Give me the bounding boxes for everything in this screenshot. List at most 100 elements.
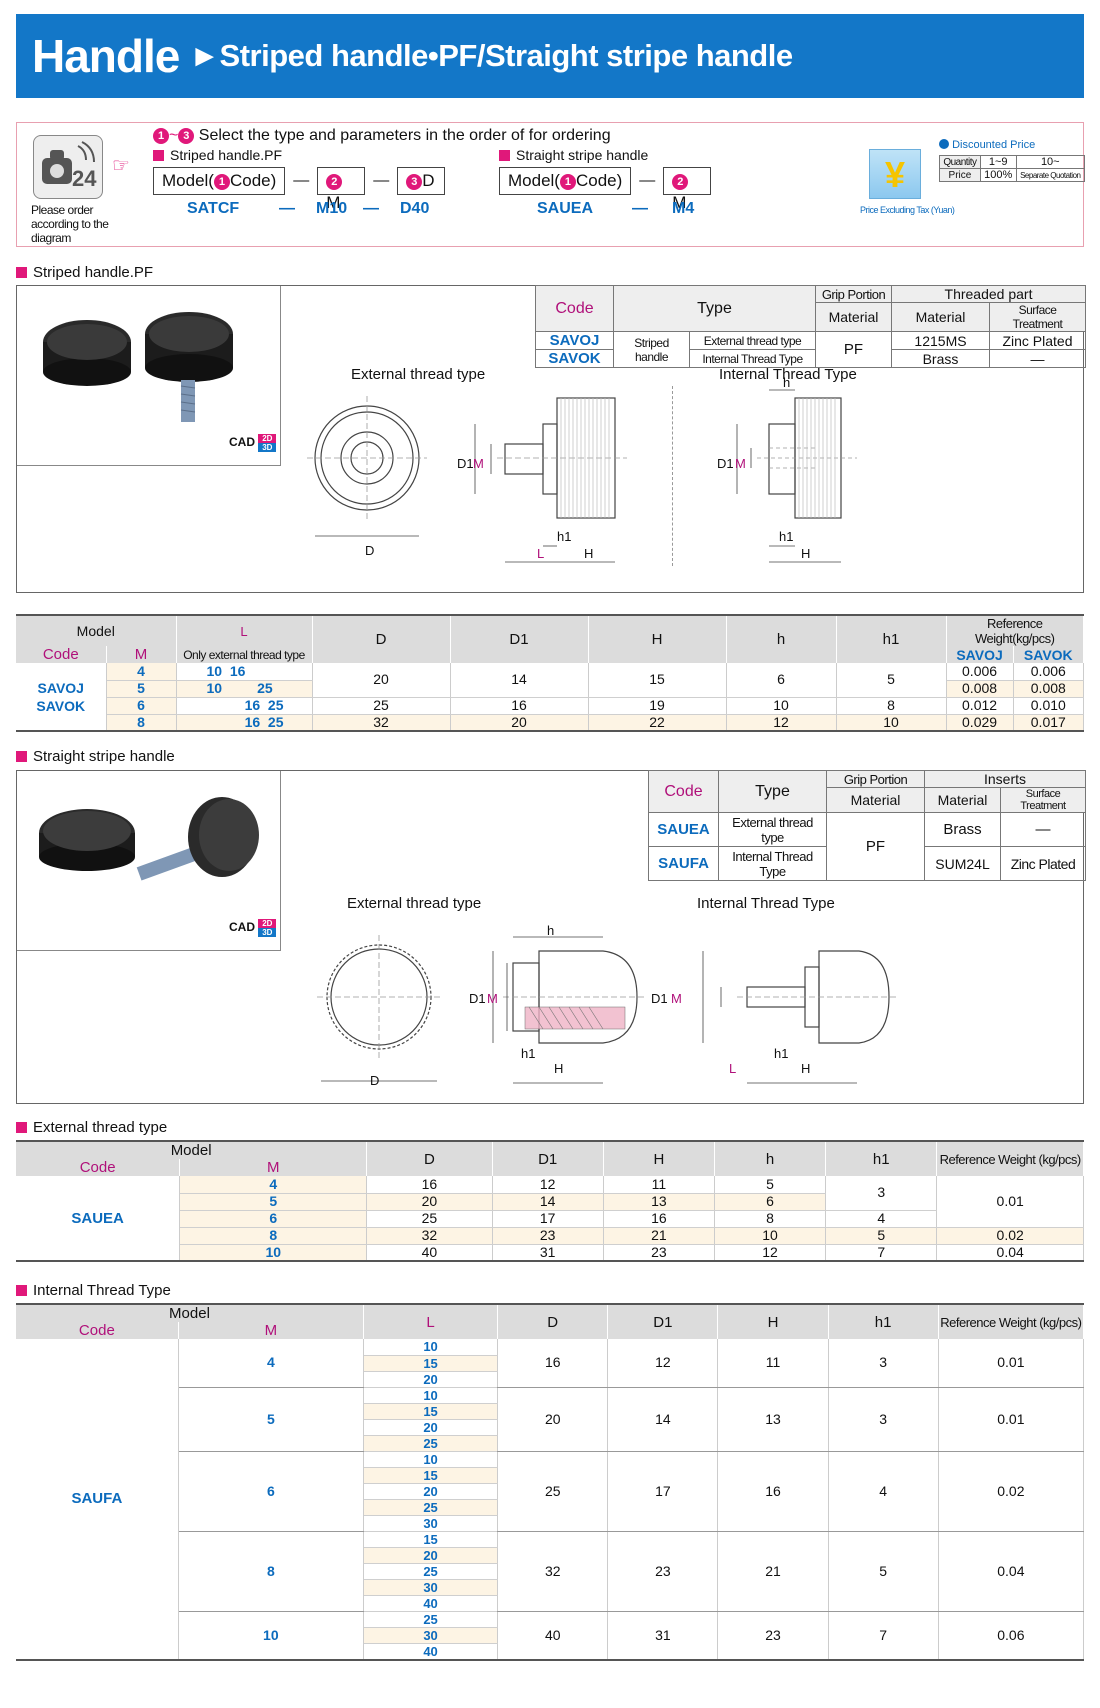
square-bullet-icon (153, 150, 164, 161)
l-cell: 10 (363, 1451, 499, 1468)
table-row: 40 (16, 1643, 1084, 1660)
m-box: 2M (317, 167, 366, 212)
l-cell: 20 (363, 1371, 499, 1388)
h1-cell: 4 (828, 1451, 939, 1532)
l-cell: 40 (363, 1643, 499, 1660)
phone-24-icon: 24 (33, 135, 103, 199)
table-row: 20 (16, 1371, 1084, 1388)
l-cell: 25 (363, 1611, 499, 1628)
w-cell: 0.01 (938, 1339, 1085, 1388)
svg-text:24: 24 (72, 166, 97, 191)
striped-handle-spec-table: Code Type Grip Portion Threaded part Mat… (535, 285, 1086, 368)
yuan-icon: ¥ (869, 149, 921, 199)
l-cell: 10 (363, 1339, 499, 1356)
l-cell: 10 (363, 1387, 499, 1404)
l-cell: 30 (363, 1515, 499, 1532)
section-striped-handle-title: Striped handle.PF (16, 264, 153, 281)
hand-pointer-icon: ☞ (112, 155, 130, 177)
l-cell: 30 (363, 1627, 499, 1644)
d-cell: 16 (497, 1339, 609, 1388)
d1-cell: 12 (607, 1339, 719, 1388)
table-row: 20 (16, 1547, 1084, 1564)
h1-cell: 7 (828, 1611, 939, 1660)
d1-cell: 23 (607, 1531, 719, 1612)
l-cell: 20 (363, 1483, 499, 1500)
title-bar: Handle ►Striped handle•PF/Straight strip… (16, 14, 1084, 98)
w-cell: 0.04 (938, 1531, 1085, 1612)
order-instruction: 1~3 Select the type and parameters in th… (153, 127, 611, 145)
striped-handle-dimension-table: Model L D D1 H h h1 Reference Weight(kg/… (16, 614, 1085, 732)
w-cell: 0.01 (938, 1387, 1085, 1452)
square-bullet-icon (16, 267, 27, 278)
d1-cell: 31 (607, 1611, 719, 1660)
l-cell: 15 (363, 1467, 499, 1484)
section-external-thread-title: External thread type (16, 1119, 167, 1136)
external-thread-drawing (307, 396, 627, 563)
m-cell: 10 (178, 1611, 364, 1660)
table-row: 20 (16, 1419, 1084, 1436)
m-cell: 4 (178, 1339, 364, 1388)
internal-thread-drawing (736, 389, 857, 563)
left-example-d: D40 (400, 200, 430, 217)
d-cell: 40 (497, 1611, 609, 1660)
square-bullet-icon (16, 751, 27, 762)
H-cell: 16 (717, 1451, 829, 1532)
page-subtitle: ►Striped handle•PF/Straight stripe handl… (189, 38, 793, 73)
m-cell: 5 (178, 1387, 364, 1452)
m-cell: 8 (178, 1531, 364, 1612)
order-note: Please order according to the diagram (31, 203, 109, 245)
table-row: 5 10 25 0.008 0.008 (16, 680, 1085, 698)
left-example-m: M10 (316, 200, 348, 217)
d-cell: 25 (497, 1451, 609, 1532)
l-cell: 15 (363, 1403, 499, 1420)
m-cell: 6 (178, 1451, 364, 1532)
d-cell: 20 (497, 1387, 609, 1452)
table-row: 30 (16, 1579, 1084, 1596)
l-cell: 25 (363, 1499, 499, 1516)
h1-cell: 5 (828, 1531, 939, 1612)
straight-stripe-spec-table: Code Type Grip Portion Inserts Material … (648, 770, 1086, 881)
table-row: 40 (16, 1595, 1084, 1612)
discount-title: Discounted Price (939, 139, 1035, 151)
H-cell: 21 (717, 1531, 829, 1612)
l-cell: 40 (363, 1595, 499, 1612)
section-straight-stripe-title: Straight stripe handle (16, 748, 175, 765)
right-order-title: Straight stripe handle (499, 147, 648, 163)
d-cell: 32 (497, 1531, 609, 1612)
page-title: Handle (32, 30, 180, 82)
l-cell: 20 (363, 1547, 499, 1564)
table-row: 15 (16, 1467, 1084, 1484)
right-example-code: SAUEA (537, 200, 594, 217)
ordering-box: 24 Please order according to the diagram… (16, 122, 1086, 247)
table-row: 30 (16, 1515, 1084, 1532)
left-example-code: SATCF (187, 200, 240, 217)
h1-cell: 3 (828, 1339, 939, 1388)
table-row: 20 (16, 1483, 1084, 1500)
internal-thread-table: Model L D D1 H h1 Reference Weight (kg/p… (16, 1303, 1085, 1661)
H-cell: 13 (717, 1387, 829, 1452)
l-cell: 20 (363, 1419, 499, 1436)
l-cell: 15 (363, 1355, 499, 1372)
step-3-icon: 3 (178, 128, 195, 144)
d1-cell: 14 (607, 1387, 719, 1452)
l-cell: 15 (363, 1531, 499, 1548)
